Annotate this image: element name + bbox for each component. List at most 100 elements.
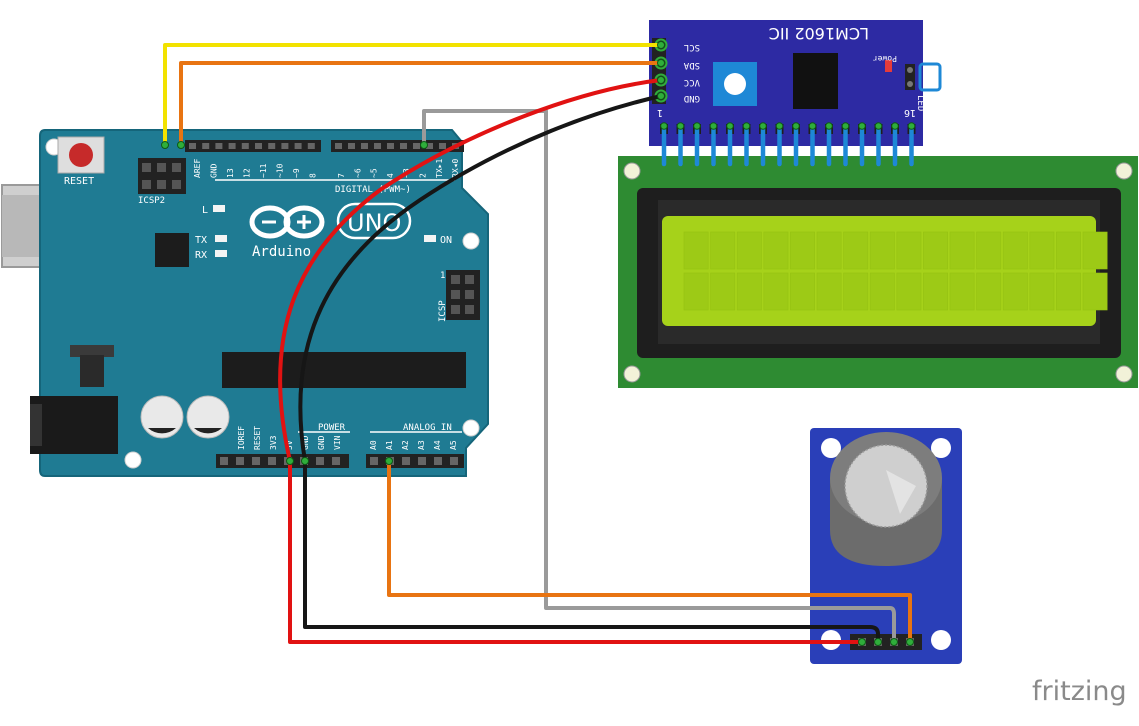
backlight-jumper — [905, 62, 942, 92]
wire-red-5v-to-sensor — [288, 459, 864, 644]
i2c-lcd-pins — [660, 122, 916, 167]
icsp-header — [446, 270, 480, 320]
lcd-cell — [763, 272, 789, 311]
i2c-pin-label: SDA — [683, 60, 700, 70]
lcd-cell — [923, 272, 948, 311]
atmega-chip — [222, 352, 466, 388]
pin-label: RX◂0 — [451, 159, 460, 178]
pin-label: 3V3 — [269, 435, 278, 450]
pin-label: 13 — [226, 168, 235, 178]
lcd-cell — [843, 231, 869, 270]
lcd-cell — [816, 231, 842, 270]
power-header — [216, 454, 349, 468]
pin-label: VIN — [333, 435, 342, 450]
lcd-cell — [896, 272, 922, 311]
lcd-cell — [869, 272, 895, 311]
pin-label: ~5 — [370, 168, 379, 178]
pin-label: 5V — [285, 440, 294, 450]
pin-label: AREF — [193, 159, 202, 178]
led-rx — [215, 250, 227, 257]
lcd-cell — [683, 272, 709, 311]
wires — [161, 41, 914, 646]
pin-label: ~10 — [276, 163, 285, 178]
led-tx — [215, 235, 227, 242]
pin-label: 8 — [309, 173, 318, 178]
wire-orange-a1-to-a0 — [387, 459, 912, 642]
pin-label: A2 — [401, 440, 410, 450]
pin-label: ~6 — [353, 168, 362, 178]
i2c-pin-label: SCL — [684, 42, 700, 52]
wire-black-gnd-to-sensor — [303, 459, 880, 642]
pin-label: A3 — [417, 440, 426, 450]
lcd-cell — [1056, 272, 1081, 311]
pin-label: GND — [301, 435, 310, 450]
led-l — [213, 205, 225, 212]
lcd-1602-display — [618, 156, 1138, 388]
arduino-pcb — [39, 129, 489, 477]
uno-badge: UNO — [336, 202, 412, 240]
gas-sensor-element — [830, 432, 942, 566]
pcf8574-chip — [793, 53, 838, 109]
icsp2-header — [138, 158, 186, 194]
power-label: POWER — [318, 423, 346, 433]
lcd-cell — [710, 231, 736, 270]
arduino-logo — [249, 205, 325, 239]
pin-label: A0 — [369, 440, 378, 450]
wire-black-gnd-to-lcd — [298, 94, 663, 463]
lcd-cell — [949, 231, 975, 270]
lcd-cell — [1002, 231, 1028, 270]
lcd-cell — [949, 272, 975, 311]
reset-button — [57, 136, 105, 174]
i2c-pin-label: VCC — [684, 77, 700, 87]
pin-label: ~9 — [292, 168, 301, 178]
lcd-cell — [1029, 231, 1055, 270]
lcd-cell — [1002, 272, 1028, 311]
pin-label: TX▸1 — [435, 159, 444, 178]
pin16-label: 16 — [904, 107, 916, 118]
lcd-cell — [790, 272, 815, 311]
led-on-label: ON — [440, 235, 452, 246]
digital-pwm-label: DIGITAL (PWM~) — [335, 185, 411, 195]
lcd-character-cells — [683, 231, 1108, 311]
wire-gray-d2-to-d0 — [422, 109, 896, 642]
lcd-cell — [843, 272, 869, 311]
pin-label: GND — [317, 435, 326, 450]
reset-label: RESET — [64, 176, 94, 187]
i2c-pin-label: GND — [684, 93, 700, 103]
pin-label: 7 — [337, 173, 346, 178]
lcd-cell — [1056, 231, 1081, 270]
power-led-label: Power — [873, 54, 897, 63]
lcd-cell — [1029, 272, 1055, 311]
led-jumper-label: LED — [915, 95, 925, 111]
dc-power-jack — [30, 396, 118, 454]
pin-label: A5 — [449, 440, 458, 450]
lcd-cell — [683, 231, 709, 270]
icsp-label: ICSP — [438, 300, 448, 322]
lcd-cell — [896, 231, 922, 270]
lcd-cell — [816, 272, 842, 311]
pin-label: 12 — [243, 168, 252, 178]
lcd-cell — [763, 231, 789, 270]
capacitor-2 — [186, 395, 230, 439]
lcd-cell — [736, 231, 762, 270]
digital-header-2 — [331, 140, 464, 152]
lcd-cell — [710, 272, 736, 311]
analog-header — [366, 454, 464, 468]
i2c-interface-header — [652, 38, 666, 104]
pin-label: IOREF — [237, 426, 246, 450]
lcd-cell — [869, 231, 895, 270]
pin-label: A4 — [433, 440, 442, 450]
led-rx-label: RX — [195, 250, 207, 261]
mq-gas-sensor-module — [810, 428, 962, 664]
power-led — [885, 60, 892, 72]
capacitor-1 — [140, 395, 184, 439]
pin-label: 2 — [419, 173, 428, 178]
analog-in-label: ANALOG IN — [403, 423, 452, 433]
icsp2-label: ICSP2 — [138, 196, 165, 206]
wire-red-5v-to-lcd — [278, 78, 663, 463]
led-on — [424, 235, 436, 242]
wire-yellow-scl — [163, 43, 663, 147]
